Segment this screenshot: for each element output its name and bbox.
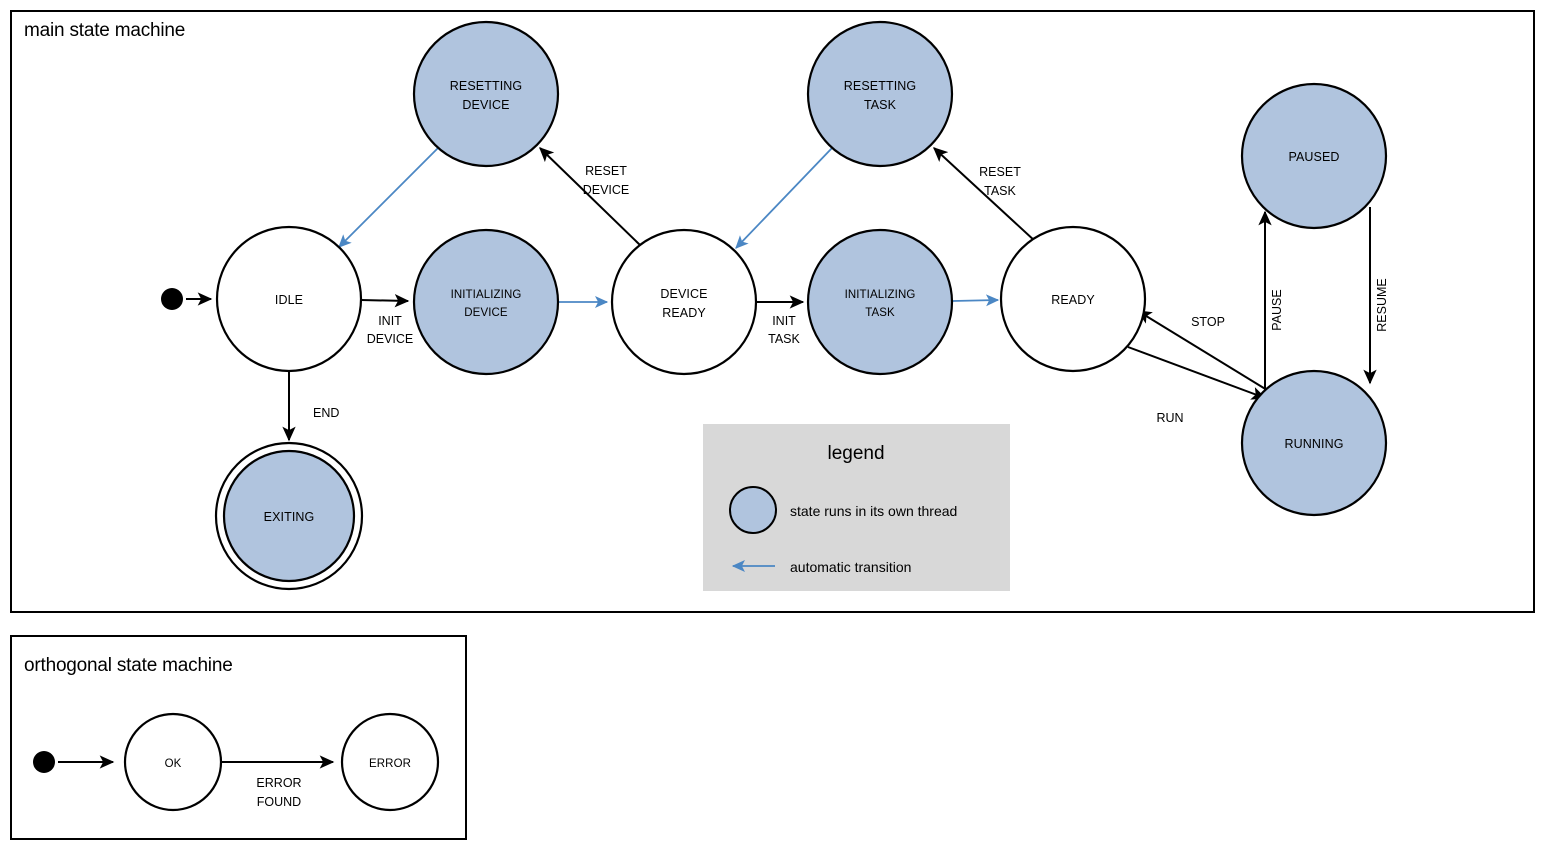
main-frame-title: main state machine [24,20,185,41]
transition-label-stop: STOP [1191,315,1225,329]
transition-label-init-task-line2: TASK [768,332,800,346]
state-device-ready-label-line2: READY [662,306,706,320]
state-error[interactable]: ERROR [340,712,440,812]
orthogonal-initial-pseudostate-dot [33,751,55,773]
main-states: RESETTING DEVICE RESETTING TASK PAUSED I… [161,20,1388,591]
state-initializing-device[interactable]: INITIALIZING DEVICE [412,228,560,376]
state-resetting-device-label-line2: DEVICE [462,98,509,112]
transition-label-resume: RESUME [1375,278,1389,331]
state-resetting-device-label-line1: RESETTING [450,79,522,93]
state-resetting-device[interactable]: RESETTING DEVICE [412,20,560,168]
state-ok[interactable]: OK [123,712,223,812]
transition-ready-to-running [1127,346,1267,400]
main-transitions: INIT DEVICE RESET DEVICE INIT TASK RESET… [186,147,1389,442]
state-initializing-task[interactable]: INITIALIZING TASK [806,228,954,376]
state-exiting[interactable]: EXITING [214,441,364,591]
state-ready-label: READY [1051,293,1095,307]
state-initializing-task-label-line2: TASK [865,307,895,319]
transition-resetting-device-to-idle [338,147,439,248]
state-initializing-task-circle[interactable] [806,228,954,376]
state-ok-label: OK [165,758,182,770]
transition-label-error-found-line2: FOUND [257,795,301,809]
transition-label-init-device-line2: DEVICE [367,332,414,346]
state-device-ready[interactable]: DEVICE READY [610,228,758,376]
transition-label-run: RUN [1156,411,1183,425]
state-idle-circle[interactable] [215,225,363,373]
state-initializing-device-circle[interactable] [412,228,560,376]
legend-automatic-transition-text: automatic transition [790,559,911,575]
state-paused-label: PAUSED [1288,150,1339,164]
state-paused[interactable]: PAUSED [1240,82,1388,230]
transition-running-to-ready [1136,310,1268,391]
transition-label-pause: PAUSE [1270,289,1284,330]
state-ready[interactable]: READY [999,225,1147,373]
transition-label-reset-device-line1: RESET [585,164,627,178]
transition-label-end: END [313,406,339,420]
transition-label-reset-task-line2: TASK [984,184,1016,198]
legend-title: legend [827,443,884,464]
orthogonal-frame-title: orthogonal state machine [24,655,233,676]
transition-initializing-task-to-ready [952,294,1000,307]
state-resetting-task-label-line1: RESETTING [844,79,916,93]
transition-label-reset-device-line2: DEVICE [583,183,630,197]
state-device-ready-label-line1: DEVICE [660,287,707,301]
state-running-label: RUNNING [1284,437,1343,451]
state-error-circle[interactable] [340,712,440,812]
state-idle-label: IDLE [275,293,303,307]
state-initializing-device-label-line1: INITIALIZING [451,289,522,301]
state-running[interactable]: RUNNING [1240,369,1388,517]
legend-thread-state-text: state runs in its own thread [790,503,957,519]
transition-ready-to-resetting-task [933,147,1037,243]
transition-idle-to-initializing-device [360,294,410,308]
state-resetting-device-circle[interactable] [412,20,560,168]
state-paused-circle[interactable] [1240,82,1388,230]
transition-resetting-task-to-device-ready [735,147,833,249]
state-ready-circle[interactable] [999,225,1147,373]
state-resetting-task-circle[interactable] [806,20,954,168]
state-device-ready-circle[interactable] [610,228,758,376]
state-resetting-task-label-line2: TASK [864,98,897,112]
state-initializing-device-label-line2: DEVICE [464,307,508,319]
orthogonal-states: OK ERROR [33,712,440,812]
state-resetting-task[interactable]: RESETTING TASK [806,20,954,168]
state-exiting-label: EXITING [264,510,315,524]
orthogonal-transitions: ERROR FOUND [58,755,335,809]
transition-device-ready-to-resetting-device [539,147,642,247]
transition-label-error-found-line1: ERROR [256,776,301,790]
initial-pseudostate-dot [161,288,183,310]
state-initializing-task-label-line1: INITIALIZING [845,289,916,301]
state-exiting-circle[interactable] [222,449,356,583]
state-error-label: ERROR [369,758,411,770]
transition-label-init-device-line1: INIT [378,314,402,328]
transition-label-init-task-line1: INIT [772,314,796,328]
legend-thread-state-icon [729,486,777,534]
legend: legend state runs in its own thread auto… [703,424,1010,591]
state-running-circle[interactable] [1240,369,1388,517]
state-ok-circle[interactable] [123,712,223,812]
state-idle[interactable]: IDLE [215,225,363,373]
transition-label-reset-task-line1: RESET [979,165,1021,179]
